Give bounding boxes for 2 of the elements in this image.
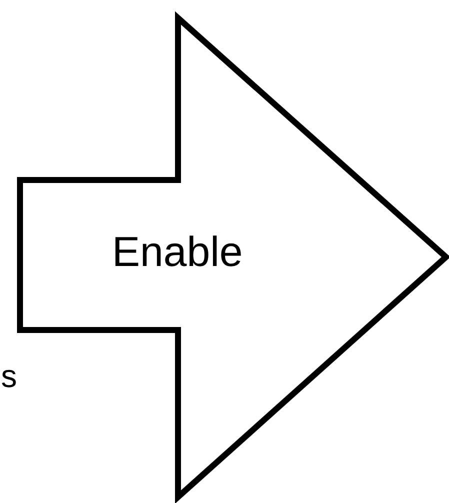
text-fragment: s: [1, 360, 17, 392]
arrow-label: Enable: [112, 231, 243, 273]
